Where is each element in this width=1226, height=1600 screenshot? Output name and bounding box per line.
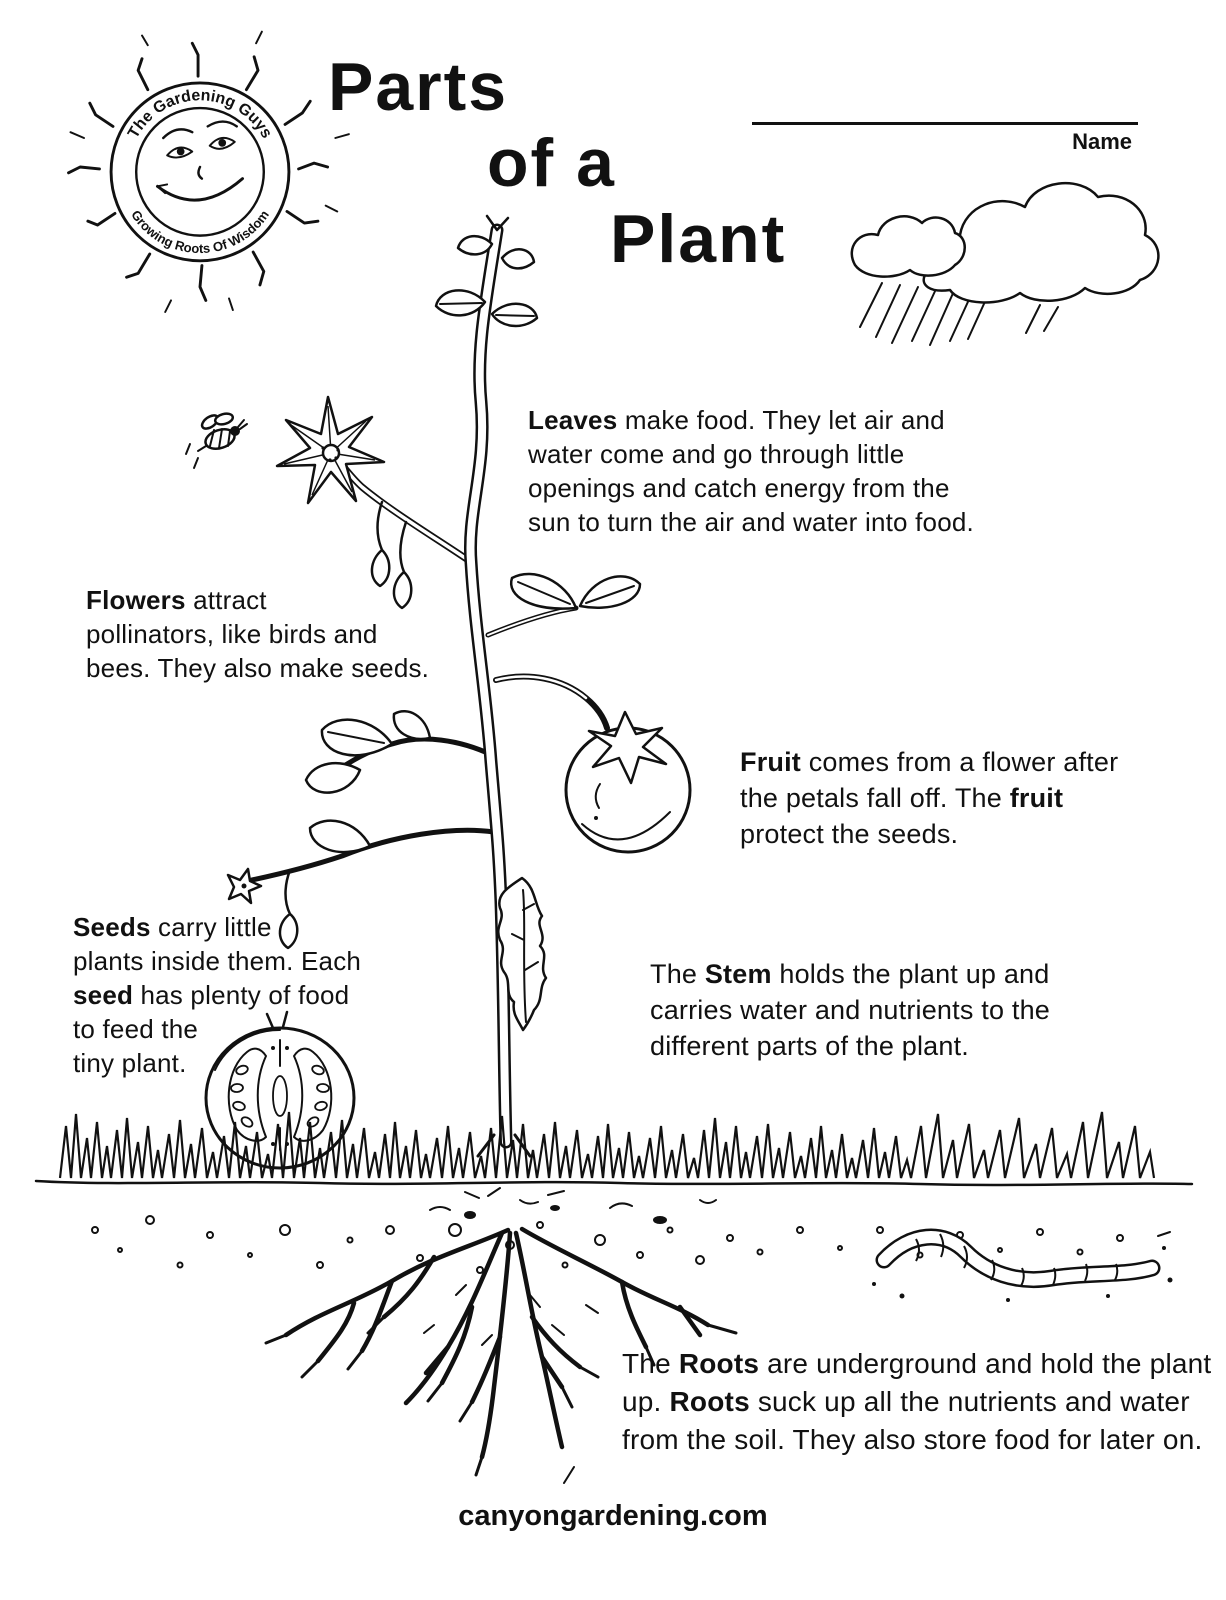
lower-left-leaves bbox=[226, 819, 372, 905]
svg-text:The Gardening Guys: The Gardening Guys bbox=[125, 87, 275, 141]
seeds-line4: to feed the bbox=[73, 1014, 199, 1044]
root-tips bbox=[264, 1315, 738, 1477]
seeds-line2: plants inside them. Each bbox=[73, 946, 362, 976]
earthworm-icon bbox=[872, 1228, 1173, 1302]
wrinkled-leaf bbox=[497, 876, 548, 1032]
flowers-line3: bees. They also make seeds. bbox=[86, 653, 430, 683]
leaves-line3: openings and catch energy from the bbox=[528, 473, 950, 503]
flowers-line2: pollinators, like birds and bbox=[86, 619, 378, 649]
cloud-large-icon bbox=[921, 182, 1160, 304]
flowers-keyword: Flowers bbox=[86, 585, 186, 615]
mid-left-leaves bbox=[304, 710, 432, 794]
seeds-line1: carry little bbox=[150, 912, 272, 942]
rain-lines-icon bbox=[859, 282, 1059, 346]
footer-website: canyongardening.com bbox=[458, 1500, 768, 1532]
tomato-plant-drawing bbox=[185, 214, 692, 1158]
seed-cross-section-icon bbox=[204, 1010, 356, 1170]
fruit-line2: the petals fall off. The bbox=[740, 783, 1010, 813]
fruit-keyword-2: fruit bbox=[1009, 783, 1064, 813]
worm-dirt-specks bbox=[872, 1231, 1173, 1302]
root-hairs bbox=[423, 1284, 599, 1484]
seeds-keyword-2: seed bbox=[73, 980, 134, 1010]
roots-drawing bbox=[264, 1226, 738, 1484]
seeds-line3: has plenty of food bbox=[133, 980, 350, 1010]
stem-keyword: Stem bbox=[704, 959, 772, 989]
roots-keyword-2: Roots bbox=[669, 1386, 750, 1417]
stem-line1b: holds the plant up and bbox=[771, 959, 1050, 989]
plant-top-leaves bbox=[434, 235, 539, 328]
roots-line2b: suck up all the nutrients and water bbox=[749, 1386, 1190, 1417]
roots-line1a: The bbox=[622, 1348, 679, 1379]
right-leaves bbox=[509, 572, 642, 610]
fruit-line3: protect the seeds. bbox=[740, 819, 959, 849]
sun-face-icon bbox=[156, 120, 244, 202]
grass-and-soil-drawing bbox=[34, 1111, 1194, 1274]
logo-inner-ring bbox=[134, 106, 266, 237]
seeds-keyword: Seeds bbox=[73, 912, 151, 942]
stem-line2: carries water and nutrients to the bbox=[650, 995, 1051, 1025]
stem-line3: different parts of the plant. bbox=[650, 1031, 970, 1061]
worm-segments bbox=[915, 1233, 1119, 1287]
grass-blades bbox=[58, 1111, 1156, 1179]
name-label: Name bbox=[1072, 129, 1132, 154]
page-title-line2: of a bbox=[487, 125, 616, 201]
fruit-description: Fruit comes from a flower after the peta… bbox=[740, 744, 1118, 852]
leaves-line1: make food. They let air and bbox=[617, 405, 945, 435]
roots-line3: from the soil. They also store food for … bbox=[622, 1424, 1203, 1455]
leaves-line4: sun to turn the air and water into food. bbox=[528, 507, 974, 537]
sun-logo-icon: The Gardening Guys Growing Roots Of Wisd… bbox=[67, 30, 350, 313]
logo-outer-ring bbox=[109, 81, 291, 263]
rain-cloud-icon bbox=[850, 182, 1160, 346]
stem-description: The Stem holds the plant up and carries … bbox=[650, 956, 1050, 1064]
roots-line2a: up. bbox=[622, 1386, 670, 1417]
seeds-line5: tiny plant. bbox=[73, 1048, 187, 1078]
roots-line1b: are underground and hold the plant bbox=[759, 1348, 1212, 1379]
flower-branch-leaves bbox=[278, 548, 413, 950]
fruit-line1: comes from a flower after bbox=[801, 747, 1119, 777]
flowers-line1: attract bbox=[185, 585, 267, 615]
stem-line1a: The bbox=[650, 959, 705, 989]
name-field: Name bbox=[752, 108, 1138, 155]
roots-keyword: Roots bbox=[678, 1348, 760, 1379]
soil-surface-line bbox=[34, 1179, 1194, 1187]
name-blank-line bbox=[752, 108, 1138, 125]
tomato-fruit-icon bbox=[564, 710, 692, 854]
seed-kernels bbox=[230, 1064, 330, 1128]
flowers-description: Flowers attract pollinators, like birds … bbox=[86, 583, 429, 685]
cloud-small-icon bbox=[850, 215, 966, 278]
page-title-line3: Plant bbox=[610, 201, 787, 277]
seeds-description: Seeds carry little plants inside them. E… bbox=[73, 910, 361, 1080]
fruit-keyword: Fruit bbox=[740, 747, 801, 777]
sun-rays-icon bbox=[67, 30, 350, 313]
flower-icon bbox=[275, 395, 386, 505]
leaves-line2: water come and go through little bbox=[528, 439, 905, 469]
roots-description: The Roots are underground and hold the p… bbox=[622, 1345, 1211, 1459]
page-title-line1: Parts bbox=[328, 49, 509, 125]
leaves-description: Leaves make food. They let air and water… bbox=[528, 403, 974, 539]
bee-icon bbox=[185, 412, 248, 469]
soil-debris bbox=[91, 1187, 1124, 1274]
logo-arc-top-text: The Gardening Guys bbox=[125, 87, 275, 141]
leaves-keyword: Leaves bbox=[528, 405, 618, 435]
